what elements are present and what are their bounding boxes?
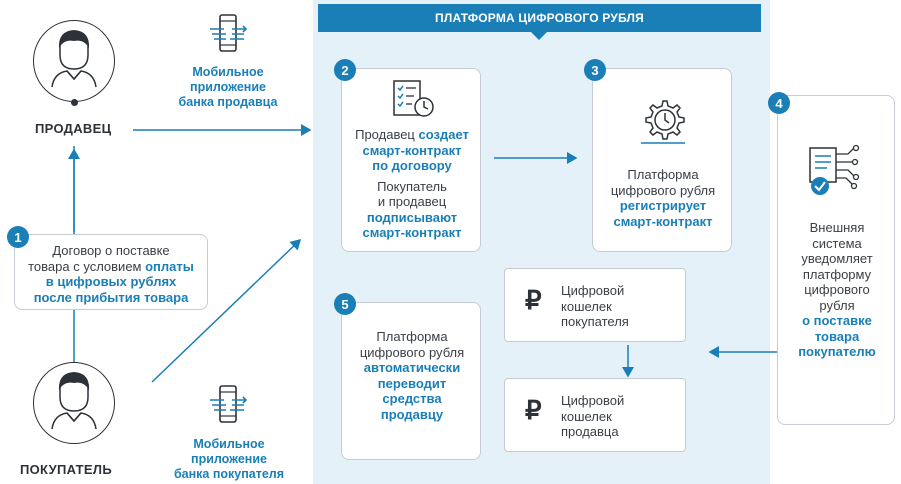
step5-card: Платформа цифрового рубля автоматически …	[341, 302, 481, 460]
platform-title-pointer	[531, 32, 547, 40]
step2-b-line3: подписывают	[366, 209, 458, 225]
step2-a-line3: по договору	[372, 158, 452, 173]
platform-title: ПЛАТФОРМА ЦИФРОВОГО РУБЛЯ	[318, 4, 761, 32]
person-icon	[51, 30, 97, 88]
person-icon	[51, 372, 97, 430]
wallet-buyer-card: ₽ Цифровой кошелек покупателя	[504, 268, 686, 342]
buyer-to-platform-arrow	[151, 238, 302, 383]
step1-line1: Договор о поставке	[52, 243, 170, 258]
wallet-seller-card: ₽ Цифровой кошелек продавца	[504, 378, 686, 452]
wallet-seller-line3: продавца	[561, 424, 619, 439]
seller-app-label: Мобильное приложение банка продавца	[172, 65, 284, 110]
step1-line2: товара с условием оплаты	[28, 258, 194, 274]
step3-card: Платформа цифрового рубля регистрирует с…	[592, 68, 732, 252]
phone-transfer-icon	[210, 14, 248, 52]
step5-line3: автоматически	[363, 360, 461, 375]
ruble-icon: ₽	[525, 285, 542, 315]
step5-line1: Платформа	[376, 329, 448, 344]
step2-a-line2: смарт-контракт	[362, 142, 462, 158]
step2-b-line2: и продавец	[377, 194, 447, 209]
step3-line1: Платформа	[627, 167, 699, 182]
step1-line3: в цифровых рублях	[45, 274, 177, 289]
step2-b-line4: смарт-контракт	[362, 225, 462, 240]
wallet-seller-line2: кошелек	[561, 408, 612, 424]
step4-line1: Внешняя	[809, 220, 865, 235]
step1-badge: 1	[7, 226, 29, 248]
step4-card: Внешняя система уведомляет платформу циф…	[777, 95, 895, 425]
buyer-app-line-3: банка покупателя	[173, 467, 285, 481]
wallet-buyer-line1: Цифровой	[561, 283, 625, 298]
buyer-avatar	[33, 362, 115, 444]
seller-app-line-1: Мобильное	[192, 65, 264, 79]
step2-b-line1: Покупатель	[377, 178, 447, 194]
step4-line2: система	[812, 235, 862, 251]
step5-line5: средства	[382, 391, 442, 406]
step2-a-line1: Продавец создает	[355, 127, 469, 142]
step4-line7: о поставке	[802, 313, 872, 328]
seller-app-line-2: приложение	[190, 80, 266, 94]
step4-line5: цифрового	[804, 282, 870, 297]
wallet-buyer-line3: покупателя	[561, 314, 629, 329]
step2-badge: 2	[334, 59, 356, 81]
step4-line3: уведомляет	[801, 251, 873, 266]
phone-transfer-icon	[210, 385, 248, 423]
buyer-app-label: Мобильное приложение банка покупателя	[164, 437, 294, 482]
wallet-seller-line1: Цифровой	[561, 393, 625, 408]
buyer-app-line-2: приложение	[191, 452, 267, 466]
buyer-label: ПОКУПАТЕЛЬ	[20, 462, 112, 477]
seller-anchor-dot	[71, 99, 78, 106]
ruble-icon: ₽	[525, 395, 542, 425]
seller-avatar	[33, 20, 115, 102]
step4-line6: рубля	[819, 297, 855, 313]
step2-card: Продавец создает смарт-контракт по догов…	[341, 68, 481, 252]
seller-app-line-3: банка продавца	[178, 95, 278, 109]
step4-line8: товара	[814, 328, 860, 344]
step3-line4: смарт-контракт	[613, 213, 713, 229]
gear-clock-icon	[641, 100, 685, 144]
wallet-buyer-line2: кошелек	[561, 298, 612, 314]
step3-line3: регистрирует	[619, 198, 707, 213]
seller-label: ПРОДАВЕЦ	[35, 121, 112, 136]
checklist-clock-icon	[393, 80, 434, 117]
document-network-icon	[809, 144, 860, 195]
step4-badge: 4	[768, 92, 790, 114]
step5-line4: переводит	[377, 375, 447, 391]
step4-line9: покупателю	[798, 344, 876, 359]
step3-line2: цифрового рубля	[610, 182, 716, 198]
step5-line2: цифрового рубля	[359, 344, 465, 360]
step1-card: Договор о поставке товара с условием опл…	[14, 234, 208, 310]
step5-line6: продавцу	[380, 406, 444, 422]
step4-line4: платформу	[802, 266, 872, 282]
step1-line4: после прибытия товара	[33, 289, 189, 305]
buyer-app-line-1: Мобильное	[193, 437, 265, 451]
step5-badge: 5	[334, 293, 356, 315]
step3-badge: 3	[584, 59, 606, 81]
